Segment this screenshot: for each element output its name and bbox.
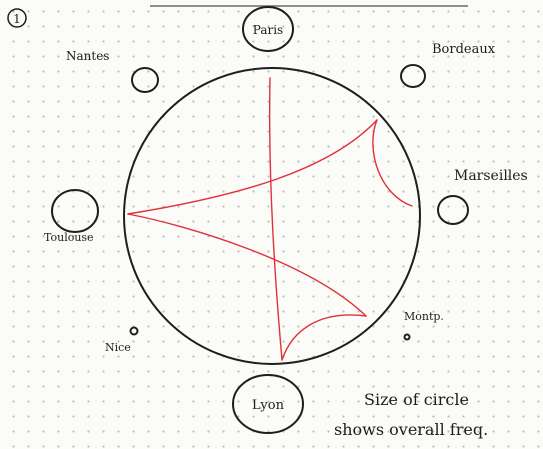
label-paris: Paris (253, 23, 283, 37)
page-number-circle (7, 8, 27, 28)
city-labels: Paris Bordeaux Nantes Marseilles Toulous… (44, 23, 528, 413)
node-nice (129, 326, 139, 336)
link-paris-lyon (268, 77, 283, 361)
main-ring (123, 67, 421, 365)
node-toulouse (51, 189, 99, 233)
label-montpellier: Montp. (404, 310, 444, 323)
link-lyon-montpellier (281, 314, 367, 361)
node-bordeaux (400, 64, 426, 88)
city-nodes (51, 6, 469, 434)
node-paris (242, 6, 294, 52)
page-number: 1 (13, 12, 21, 26)
link-toulouse-montpellier (127, 213, 367, 317)
caption-line-1: Size of circle (364, 390, 469, 409)
node-lyon (232, 374, 304, 434)
caption-note: Size of circle shows overall freq. (334, 390, 488, 439)
node-marseilles (437, 195, 469, 225)
chord-links (127, 77, 413, 361)
node-montpellier (403, 333, 411, 341)
label-toulouse: Toulouse (44, 231, 94, 244)
label-nice: Nice (105, 341, 131, 354)
caption-line-2: shows overall freq. (334, 420, 488, 439)
label-lyon: Lyon (252, 398, 285, 413)
label-marseilles: Marseilles (454, 168, 528, 184)
label-nantes: Nantes (66, 49, 109, 63)
label-bordeaux: Bordeaux (432, 42, 496, 57)
page-number-badge: 1 (7, 8, 27, 28)
node-nantes (131, 67, 159, 93)
link-toulouse-bordeaux (127, 119, 378, 215)
link-bordeaux-marseilles (372, 119, 413, 207)
